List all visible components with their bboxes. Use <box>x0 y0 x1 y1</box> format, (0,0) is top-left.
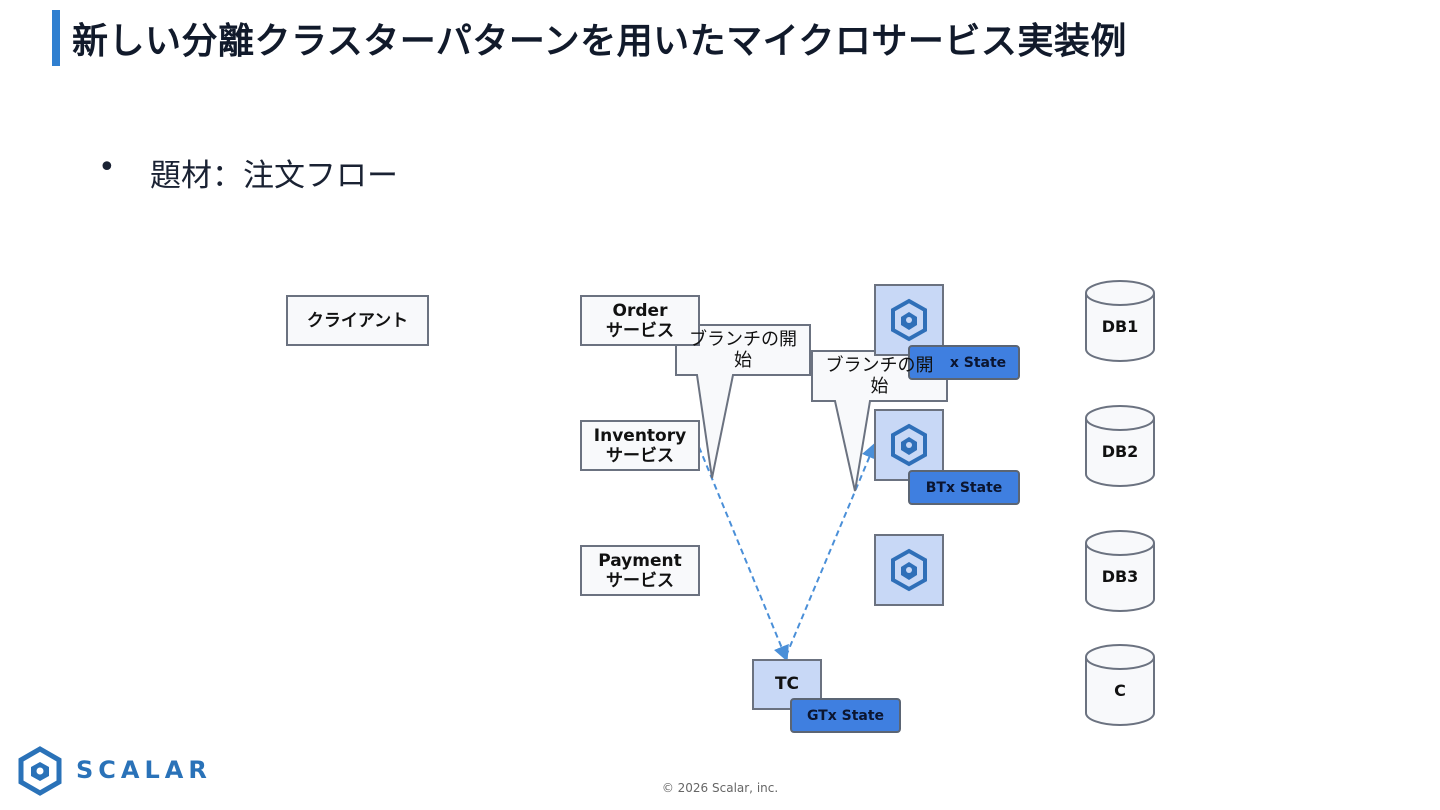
scalar-node-icon <box>891 548 927 592</box>
callout-1-text: ブランチの開 始 <box>689 329 797 371</box>
db1-cylinder: DB1 <box>1084 279 1156 363</box>
arrow-inventory-to-tc <box>698 446 789 662</box>
payment-node <box>874 534 944 606</box>
db2-label: DB2 <box>1101 441 1139 461</box>
db3-cylinder: DB3 <box>1084 529 1156 613</box>
scalar-logo-text: SCALAR <box>76 756 212 784</box>
scalar-node-icon <box>891 423 927 467</box>
db2-cylinder: DB2 <box>1084 404 1156 488</box>
copyright-footer: © 2026 Scalar, inc. <box>661 781 779 795</box>
callout-1-shape <box>675 324 811 479</box>
gtx-state-badge: GTx State <box>790 698 901 733</box>
client-label: クライアント <box>306 310 409 331</box>
btx-state-badge-2: BTx State <box>908 470 1020 505</box>
callout-2-text: ブランチの開 始 <box>825 355 934 397</box>
bullet-dot: • <box>98 150 116 185</box>
scalar-node-icon <box>891 298 927 342</box>
tc-label: TC <box>774 673 800 694</box>
order-service-suffix: サービス <box>606 320 674 341</box>
order-service-name: Order <box>612 300 668 321</box>
client-box: クライアント <box>286 295 429 346</box>
dbc-label: C <box>1114 680 1126 700</box>
scalar-logo-icon <box>18 746 62 796</box>
bullet-text: 題材：注文フロー <box>150 158 398 194</box>
db3-label: DB3 <box>1101 566 1139 586</box>
inventory-service-suffix: サービス <box>605 445 674 466</box>
arrow-tc-to-node <box>785 442 877 657</box>
btx-state-badge-1: x State <box>908 345 1020 380</box>
title-accent-bar <box>52 10 60 66</box>
payment-service-suffix: サービス <box>605 570 674 591</box>
page-title: 新しい分離クラスターパターンを用いたマイクロサービス実装例 <box>72 21 1127 62</box>
dbc-cylinder: C <box>1084 643 1156 727</box>
inventory-service-name: Inventory <box>593 425 687 446</box>
db1-label: DB1 <box>1101 316 1139 336</box>
payment-service-name: Payment <box>598 550 682 571</box>
